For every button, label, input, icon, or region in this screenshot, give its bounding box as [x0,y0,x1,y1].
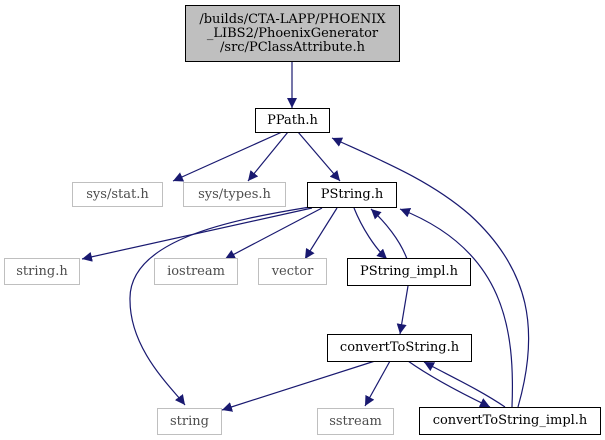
edge-converttostring-to-sstream [364,360,391,407]
edge-pstring-impl-to-pstring [370,208,408,260]
edge-ppath-to-pstring [297,131,341,182]
node-sys-types: sys/types.h [183,182,286,207]
node-converttostring-impl[interactable]: convertToString_impl.h [419,407,601,435]
node-iostream: iostream [154,258,238,285]
node-ppath[interactable]: PPath.h [255,108,330,133]
edge-impl-to-pstring [399,207,513,408]
edge-converttostring-to-string [221,360,376,412]
root-file-line-1: /builds/CTA-LAPP/PHOENIX [199,11,386,27]
node-pstring[interactable]: PString.h [307,182,397,208]
root-file-node[interactable]: /builds/CTA-LAPP/PHOENIX _LIBS2/PhoenixG… [185,5,400,62]
edge-pstring-impl-to-converttostring [396,285,409,335]
node-vector: vector [258,258,327,285]
edge-ppath-to-sys-types [247,131,289,182]
edge-pstring-to-vector [304,207,338,260]
node-sstream: sstream [317,408,394,435]
edge-impl-to-converttostring [423,361,506,408]
edge-converttostring-to-impl [407,360,491,408]
node-sys-stat: sys/stat.h [72,182,163,207]
edge-impl-to-ppath [331,137,530,408]
edge-pstring-to-iostream [224,207,323,260]
root-file-line-3: /src/PClassAttribute.h [220,39,365,55]
node-string: string [157,408,222,435]
root-file-line-2: _LIBS2/PhoenixGenerator [206,25,379,41]
edge-ppath-to-sys-stat [172,131,283,182]
node-string-h: string.h [4,258,80,285]
edge-pstring-to-pstring-impl [353,207,388,260]
node-converttostring[interactable]: convertToString.h [327,334,472,362]
edge-pstring-to-string [129,206,311,406]
node-pstring-impl[interactable]: PString_impl.h [347,258,471,286]
